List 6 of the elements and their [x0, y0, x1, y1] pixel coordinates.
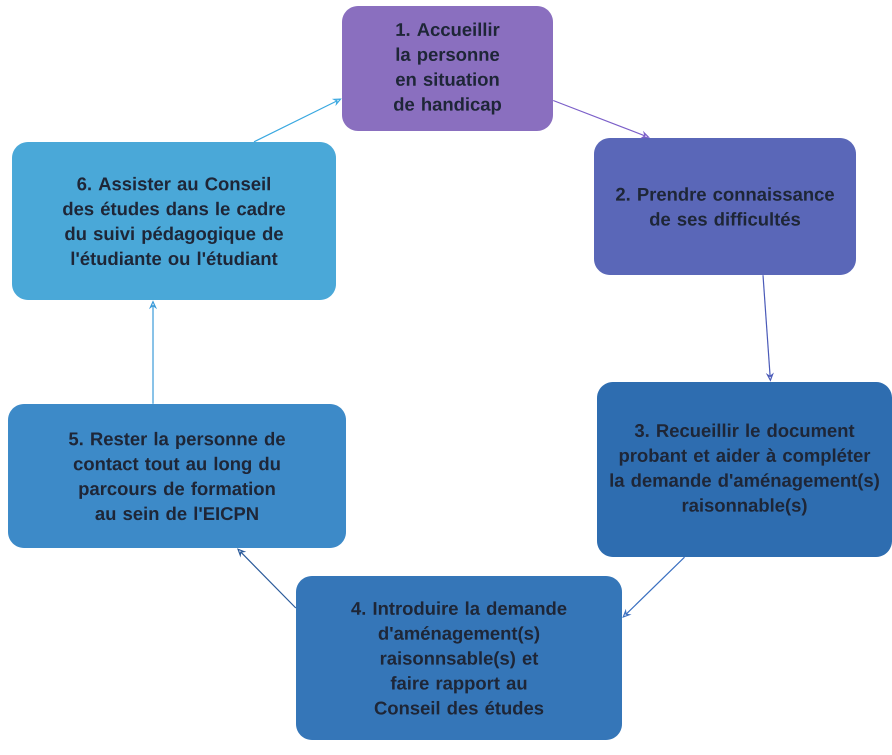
step-box: 6. Assister au Conseil des études dans le cadre du suivi pédagogique de l'étudiante ou l'étudiant — [12, 142, 336, 300]
step-box: 1. Accueillir la personne en situation de handicap — [342, 6, 553, 131]
step-box: 4. Introduire la demande d'aménagement(s) raisonnsable(s) et faire rapport au Conseil des études — [296, 576, 622, 740]
step-box: 3. Recueillir le document probant et aider à compléter la demande d'aménagement(s) raisonnable(s) — [597, 382, 892, 557]
step-box: 5. Rester la personne de contact tout au long du parcours de formation au sein de l'EICPN — [8, 404, 346, 548]
step-box: 2. Prendre connaissance de ses difficultés — [594, 138, 856, 275]
